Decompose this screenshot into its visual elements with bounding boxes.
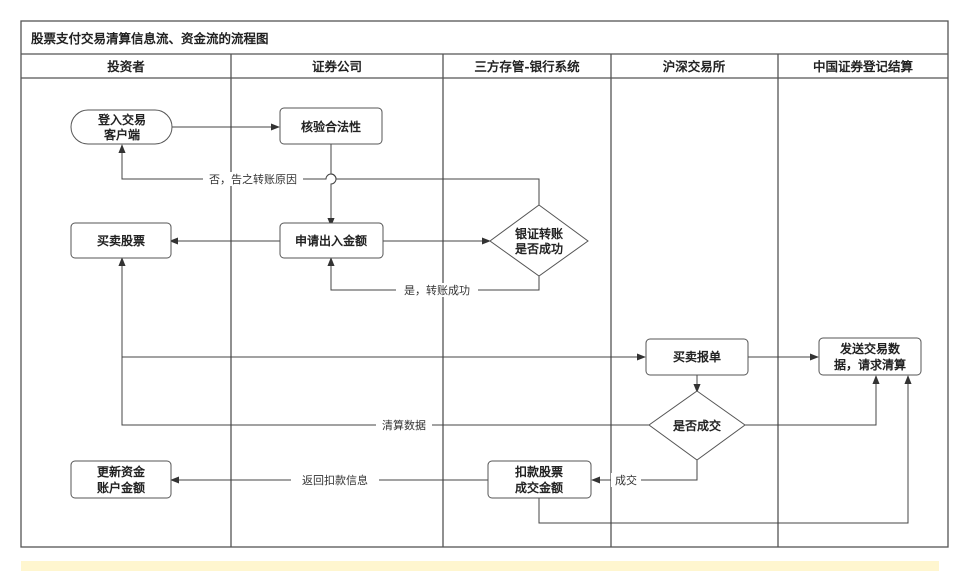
node-bank-transfer-decision: 银证转账 是否成功 — [489, 204, 589, 277]
diagram-frame — [20, 20, 949, 548]
lane-header-exchange: 沪深交易所 — [663, 59, 726, 74]
svg-text:客户端: 客户端 — [103, 127, 140, 142]
edge-bank-no-login — [118, 144, 540, 205]
svg-text:成交金额: 成交金额 — [515, 480, 563, 495]
edge-label-deal: 成交 — [615, 473, 637, 487]
node-apply-amount: 申请出入金额 — [279, 222, 384, 259]
diagram-title: 股票支付交易清算信息流、资金流的流程图 — [31, 31, 269, 46]
svg-text:扣款股票: 扣款股票 — [515, 464, 563, 479]
edge-label-return-deduct: 返回扣款信息 — [302, 473, 368, 487]
edge-deal-clearing — [121, 357, 649, 426]
edge-deal-send — [745, 375, 880, 426]
svg-text:据，请求清算: 据，请求清算 — [834, 357, 906, 372]
svg-text:申请出入金额: 申请出入金额 — [295, 233, 367, 248]
node-deduct: 扣款股票 成交金额 — [487, 460, 592, 499]
edge-trade-order — [118, 257, 646, 361]
svg-text:发送交易数: 发送交易数 — [839, 341, 901, 356]
node-send-data: 发送交易数 据，请求清算 — [818, 337, 922, 376]
node-order: 买卖报单 — [645, 338, 749, 376]
edge-label-yes-success: 是，转账成功 — [404, 283, 470, 297]
svg-text:是否成功: 是否成功 — [514, 241, 563, 256]
svg-text:是否成交: 是否成交 — [672, 418, 721, 433]
edge-label-no-reason: 否，告之转账原因 — [209, 172, 297, 186]
lane-header-investor: 投资者 — [107, 59, 145, 74]
edge-deal-deduct — [591, 460, 698, 484]
svg-text:更新资金: 更新资金 — [97, 464, 146, 479]
node-trade-stock: 买卖股票 — [70, 222, 172, 259]
note-bar — [21, 561, 939, 571]
node-login: 登入交易 客户端 — [70, 109, 173, 145]
lane-header-bank: 三方存管-银行系统 — [474, 59, 580, 74]
svg-text:银证转账: 银证转账 — [515, 226, 563, 241]
edge-verify-apply — [327, 144, 337, 227]
svg-text:账户金额: 账户金额 — [97, 480, 145, 495]
node-update-funds: 更新资金 账户金额 — [70, 460, 172, 499]
node-deal-decision: 是否成交 — [648, 390, 746, 461]
svg-text:核验合法性: 核验合法性 — [301, 119, 361, 134]
edge-deduct-send — [538, 375, 912, 524]
svg-text:登入交易: 登入交易 — [97, 112, 146, 127]
lane-header-broker: 证券公司 — [312, 59, 362, 74]
lane-header-csdc: 中国证券登记结算 — [813, 59, 914, 74]
node-verify: 核验合法性 — [279, 107, 383, 145]
svg-text:买卖股票: 买卖股票 — [97, 233, 145, 248]
svg-text:买卖报单: 买卖报单 — [673, 349, 721, 364]
edge-label-clearing-data: 清算数据 — [382, 418, 426, 432]
